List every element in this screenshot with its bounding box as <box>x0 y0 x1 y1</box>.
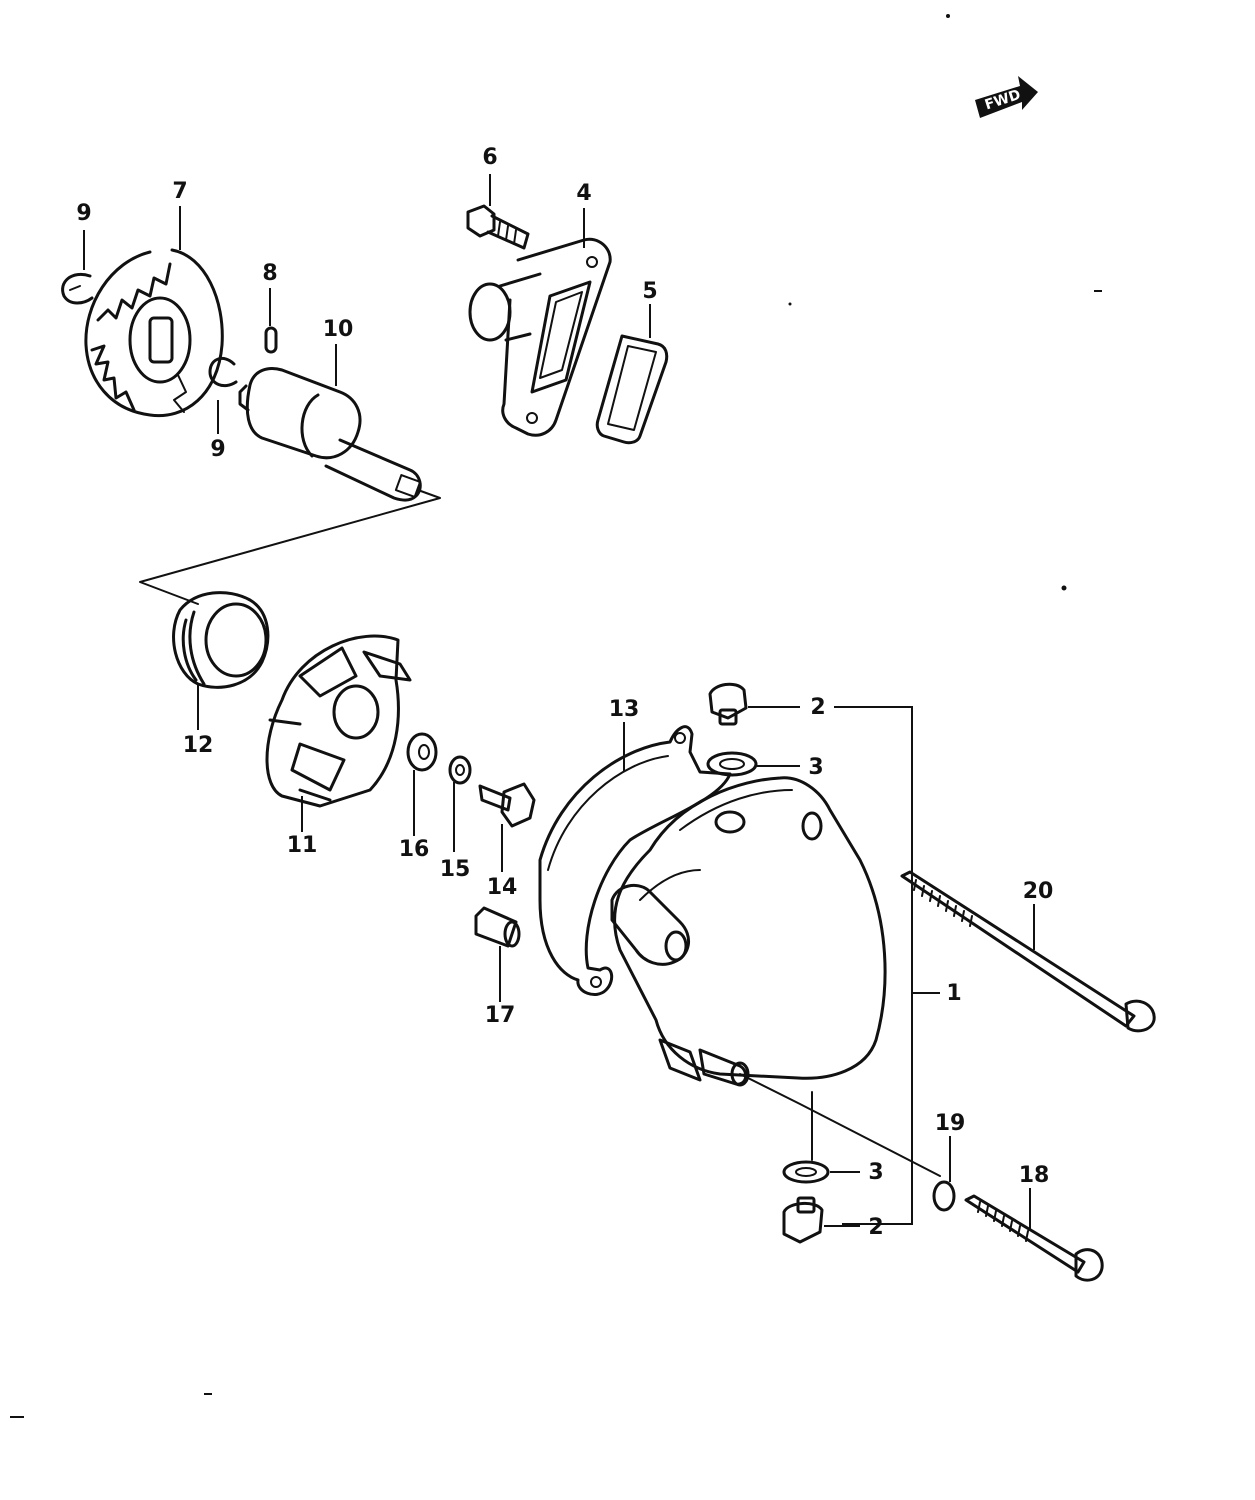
part-19-washer <box>932 1180 956 1212</box>
part-5-gasket <box>595 334 669 445</box>
part-6-bolt <box>466 204 530 250</box>
callout-2-upper: 2 <box>810 695 825 720</box>
leader-lines <box>83 174 1035 1230</box>
callout-8: 8 <box>262 261 277 286</box>
callout-15: 15 <box>440 857 471 882</box>
part-8-pin <box>264 326 278 354</box>
part-9-circlip-lower <box>208 356 238 388</box>
alignment-line-shaft <box>139 489 441 605</box>
callout-14: 14 <box>487 875 518 900</box>
part-12-mechanical-seal <box>172 591 270 689</box>
scan-specks <box>10 14 1102 1418</box>
part-2-drain-bolt-lower <box>782 1196 824 1244</box>
callout-10: 10 <box>323 317 354 342</box>
part-3-washer-upper <box>706 751 758 777</box>
callout-6: 6 <box>482 145 497 170</box>
callout-labels: 9 7 8 9 10 6 4 5 12 11 13 2 3 16 15 14 1… <box>76 145 1053 1240</box>
forward-arrow-icon: FWD <box>975 76 1038 118</box>
forward-arrow-label: FWD <box>983 87 1023 114</box>
callout-13: 13 <box>609 697 640 722</box>
alignment-line-lower <box>739 1073 941 1177</box>
part-7-gear <box>84 248 224 418</box>
callout-11: 11 <box>287 833 318 858</box>
callout-1: 1 <box>946 981 961 1006</box>
part-2-drain-bolt-upper <box>708 682 748 726</box>
part-18-bolt <box>964 1194 1104 1282</box>
callout-7: 7 <box>172 179 187 204</box>
callout-9-lower: 9 <box>210 437 225 462</box>
part-9-circlip-upper <box>61 273 94 305</box>
callout-18: 18 <box>1019 1163 1050 1188</box>
callout-16: 16 <box>399 837 430 862</box>
part-17-dowel <box>474 906 521 948</box>
part-16-washer <box>406 732 438 772</box>
callout-3-lower: 3 <box>868 1160 883 1185</box>
callout-4: 4 <box>576 181 591 206</box>
part-1-pump-cover <box>610 776 887 1087</box>
callout-19: 19 <box>935 1111 966 1136</box>
callout-12: 12 <box>183 733 214 758</box>
part-10-shaft <box>238 367 422 502</box>
part-14-bolt <box>478 782 536 828</box>
callout-17: 17 <box>485 1003 516 1028</box>
callout-3-upper: 3 <box>808 755 823 780</box>
callout-9-upper: 9 <box>76 201 91 226</box>
callout-20: 20 <box>1023 879 1054 904</box>
part-20-long-bolt <box>900 870 1156 1033</box>
part-3-washer-lower <box>782 1160 830 1184</box>
part-4-housing <box>468 237 612 437</box>
callout-2-lower: 2 <box>868 1215 883 1240</box>
part-11-impeller <box>265 634 412 808</box>
part-15-washer <box>448 755 472 785</box>
callout-5: 5 <box>642 279 657 304</box>
assembly-bracket <box>834 706 940 1225</box>
part-13-gasket <box>538 725 732 996</box>
